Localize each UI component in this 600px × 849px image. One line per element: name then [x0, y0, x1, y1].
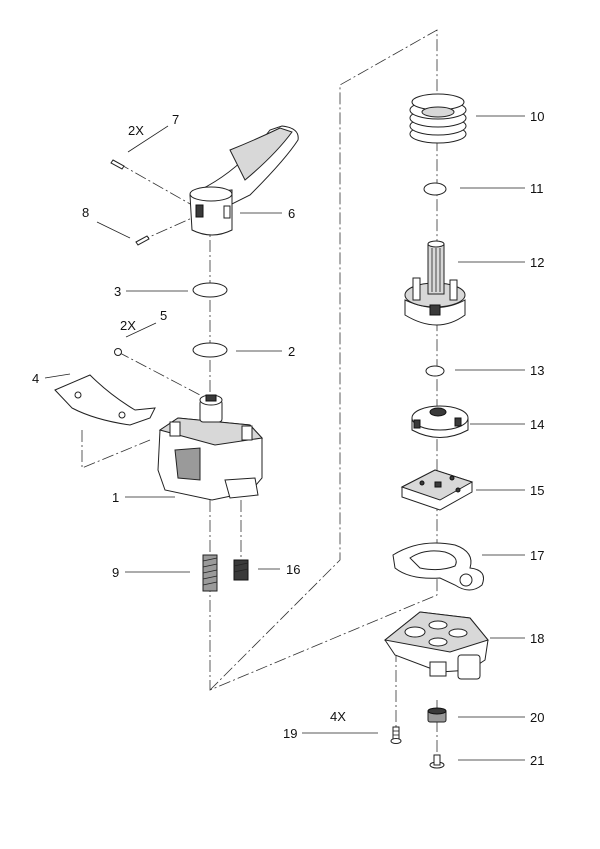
part-20-nut: [427, 707, 447, 723]
callout-18: 18: [530, 631, 544, 646]
part-11-o-ring: [423, 182, 447, 196]
leader-lines: [44, 115, 525, 761]
callout-15: 15: [530, 483, 544, 498]
callout-5: 5: [160, 308, 167, 323]
part-6-lever-handle: [189, 125, 299, 236]
quantity-5: 2X: [120, 318, 136, 333]
callout-16: 16: [286, 562, 300, 577]
part-16-spring: [233, 559, 249, 581]
part-21-screw: [429, 754, 445, 769]
callout-20: 20: [530, 710, 544, 725]
callout-14: 14: [530, 417, 544, 432]
part-17-gasket: [392, 542, 484, 591]
callout-17: 17: [530, 548, 544, 563]
part-12-shaft-rotor: [404, 240, 466, 326]
part-14-cam-disc: [411, 405, 469, 438]
part-15-valve-plate: [400, 469, 474, 511]
part-1-valve-housing: [157, 394, 264, 501]
part-19-bolt: [390, 726, 402, 744]
callout-7: 7: [172, 112, 179, 127]
part-7-pin: [110, 159, 125, 170]
callout-8: 8: [82, 205, 89, 220]
part-18-valve-base: [383, 611, 489, 680]
callout-19: 19: [283, 726, 297, 741]
part-9-spring: [202, 554, 218, 592]
callout-13: 13: [530, 363, 544, 378]
quantity-19: 4X: [330, 709, 346, 724]
callout-10: 10: [530, 109, 544, 124]
quantity-7: 2X: [128, 123, 144, 138]
callout-2: 2: [288, 344, 295, 359]
callout-21: 21: [530, 753, 544, 768]
callout-labels: 10 11 12 13 14 15 17 18 20 21 19 4X 6 7 …: [32, 109, 544, 768]
callout-1: 1: [112, 490, 119, 505]
part-3-retaining-ring: [192, 282, 228, 298]
callout-9: 9: [112, 565, 119, 580]
callout-12: 12: [530, 255, 544, 270]
part-13-o-ring: [425, 365, 445, 377]
callout-3: 3: [114, 284, 121, 299]
callout-4: 4: [32, 371, 39, 386]
callout-11: 11: [530, 181, 544, 196]
part-4-mounting-plate: [54, 374, 156, 426]
part-2-retaining-ring: [192, 342, 228, 358]
part-8-pin: [135, 235, 150, 246]
callout-6: 6: [288, 206, 295, 221]
part-5-ball: [114, 348, 122, 356]
part-10-spring: [409, 93, 467, 144]
